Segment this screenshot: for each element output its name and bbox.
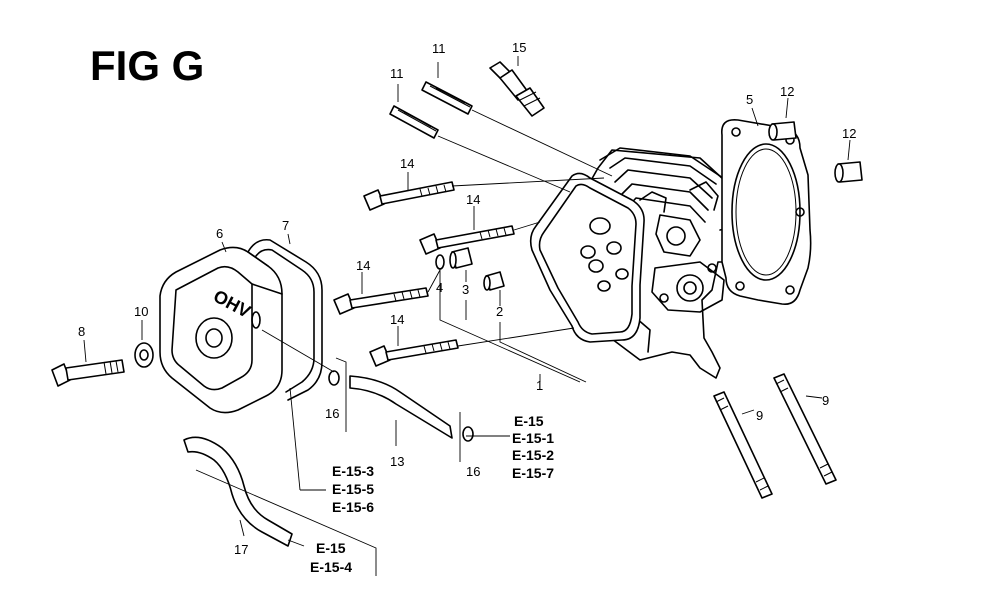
callout-16a: 16 [325, 406, 339, 421]
ref-cover-2: E-15-6 [332, 499, 374, 515]
collar-3 [449, 247, 473, 269]
breather-tube [349, 375, 453, 439]
callout-14d: 14 [390, 312, 404, 327]
callout-2: 2 [496, 304, 503, 319]
flange-bolt-1 [363, 181, 455, 211]
stud-bolt-upper [421, 81, 473, 115]
callout-12a: 12 [780, 84, 794, 99]
stud-bolt-lower [389, 105, 439, 139]
callout-1: 1 [536, 378, 543, 393]
ref-hose-0: E-15 [316, 540, 346, 556]
cover-gasket [247, 238, 323, 401]
figure-title: FIG G [90, 42, 204, 89]
flange-bolt-4 [369, 339, 459, 367]
callout-7: 7 [282, 218, 289, 233]
long-stud-2 [773, 373, 837, 485]
ref-right-0: E-15 [514, 413, 544, 429]
ref-right-2: E-15-2 [512, 447, 554, 463]
head-cover: OHV [159, 246, 283, 414]
callout-numbers: 11 11 15 5 12 12 14 14 14 14 6 7 4 3 2 1… [78, 40, 856, 557]
callout-3: 3 [462, 282, 469, 297]
callout-11b: 11 [390, 66, 404, 81]
callout-12b: 12 [842, 126, 856, 141]
ref-right-1: E-15-1 [512, 430, 554, 446]
callout-14a: 14 [400, 156, 414, 171]
callout-17: 17 [234, 542, 248, 557]
callout-8: 8 [78, 324, 85, 339]
callout-15: 15 [512, 40, 526, 55]
ref-hose-1: E-15-4 [310, 559, 352, 575]
callout-5: 5 [746, 92, 753, 107]
cover-bolt [51, 359, 125, 387]
spark-plug [489, 61, 545, 117]
head-gasket [721, 118, 812, 306]
dowel-pin-left [768, 121, 797, 141]
callout-11a: 11 [432, 41, 446, 56]
callout-16b: 16 [466, 464, 480, 479]
callout-9a: 9 [756, 408, 763, 423]
clip-right [462, 426, 474, 442]
callout-14b: 14 [466, 192, 480, 207]
ref-right-3: E-15-7 [512, 465, 554, 481]
leader-lines [83, 56, 851, 576]
ref-cover-1: E-15-5 [332, 481, 374, 497]
ref-cover-0: E-15-3 [332, 463, 374, 479]
callout-10: 10 [134, 304, 148, 319]
head-cover-seal [529, 172, 645, 343]
oring-4 [435, 254, 445, 270]
washer [134, 342, 154, 368]
flange-bolt-3 [333, 287, 429, 315]
flange-bolt-2 [419, 225, 515, 255]
hose [183, 436, 293, 547]
reference-codes: E-15 E-15-1 E-15-2 E-15-7 E-15-3 E-15-5 … [310, 413, 554, 575]
collar-2 [483, 271, 505, 291]
dowel-pin-right [834, 161, 863, 183]
long-stud-1 [713, 391, 773, 499]
clip-left [328, 370, 340, 386]
callout-4: 4 [436, 280, 443, 295]
callout-14c: 14 [356, 258, 370, 273]
callout-13: 13 [390, 454, 404, 469]
callout-6: 6 [216, 226, 223, 241]
callout-9b: 9 [822, 393, 829, 408]
